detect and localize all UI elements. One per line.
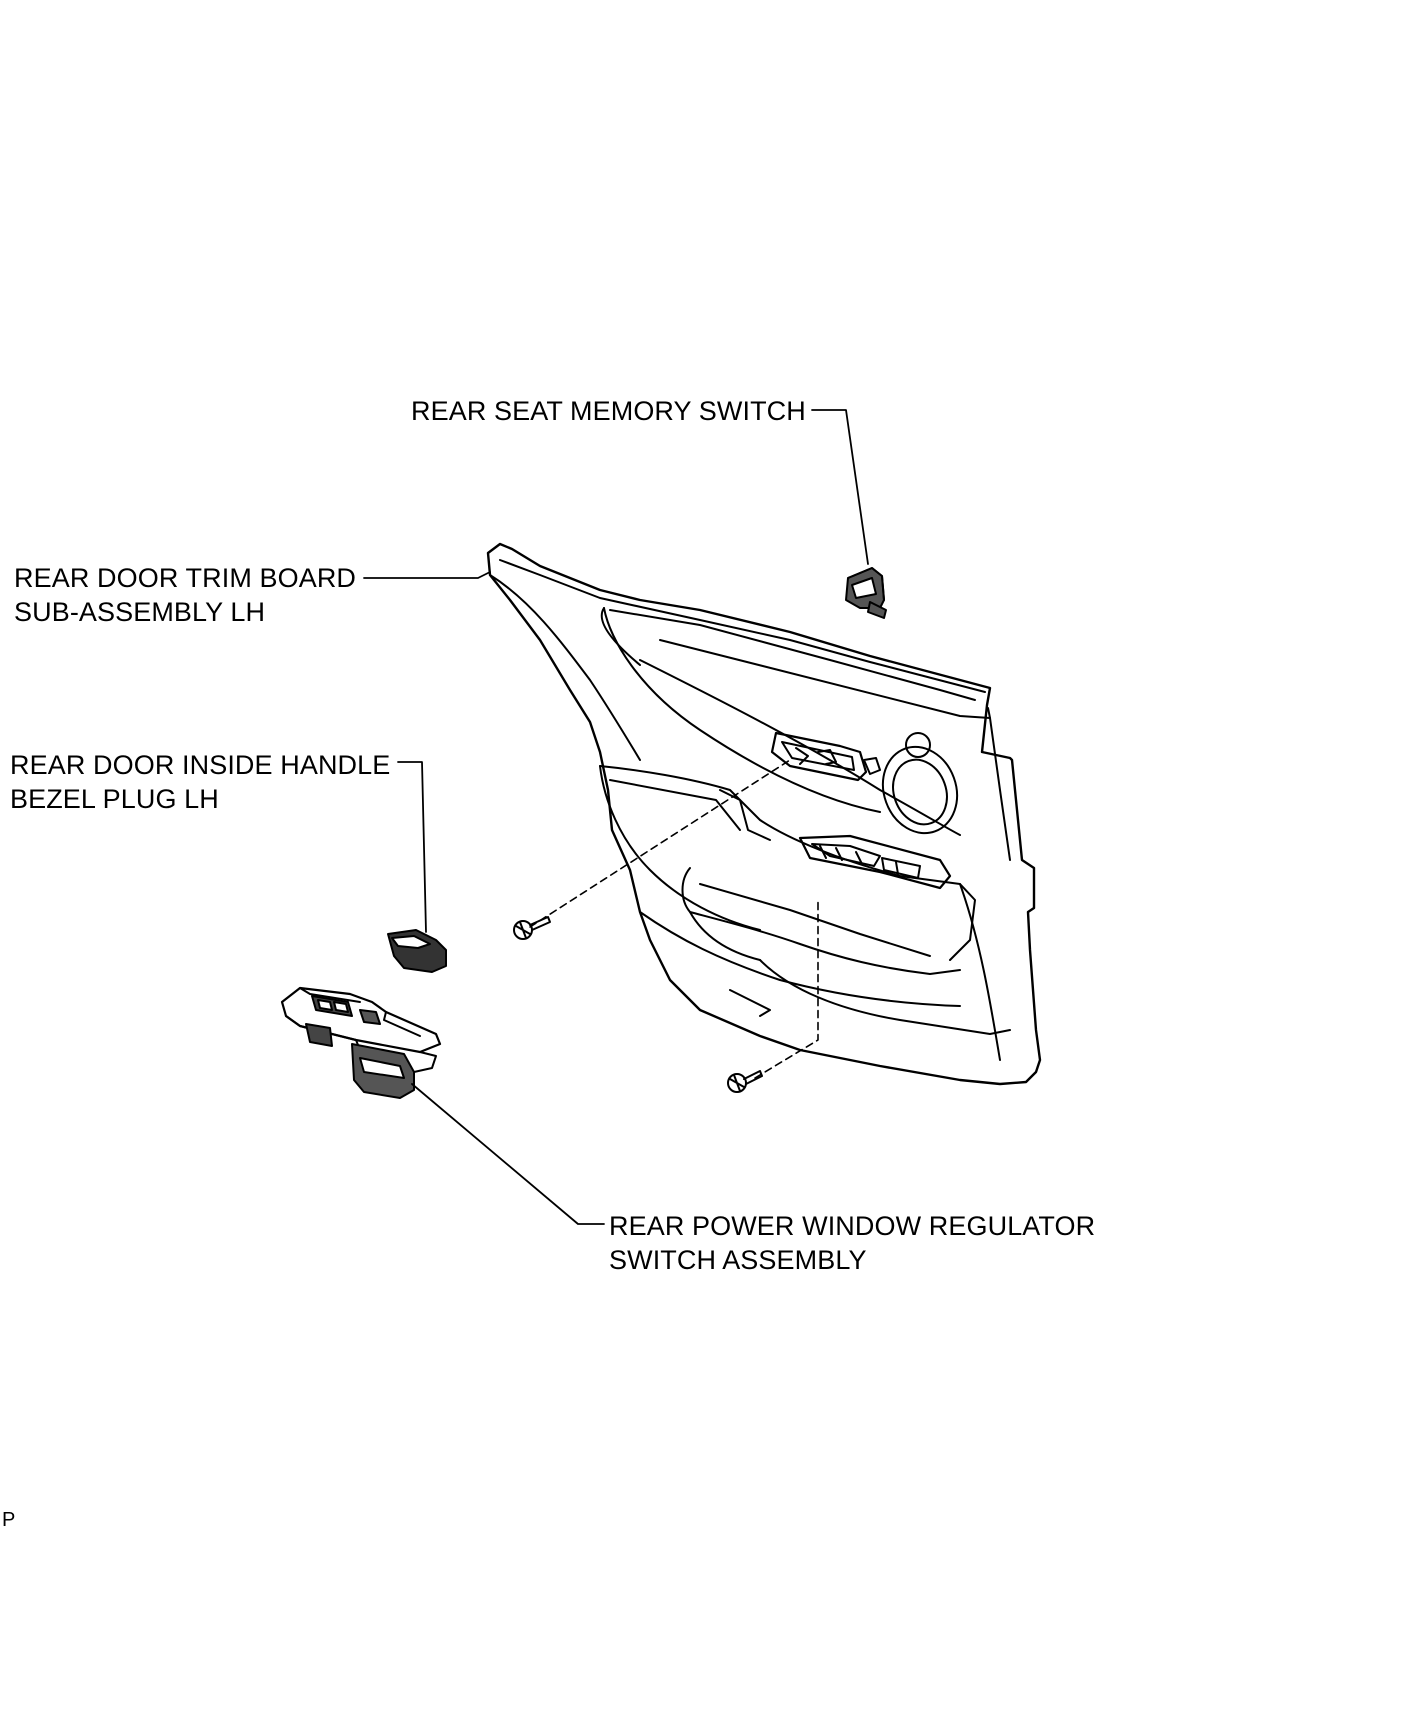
window-regulator-switch: [280, 986, 442, 1099]
figure-code: P: [2, 1509, 16, 1531]
label-line: SWITCH ASSEMBLY: [609, 1245, 867, 1275]
dashed-leaders: [529, 759, 819, 1079]
label-line: REAR SEAT MEMORY SWITCH: [411, 396, 806, 426]
label-line: REAR DOOR TRIM BOARD: [14, 563, 357, 593]
label-rear-door-trim-board: REAR DOOR TRIM BOARD SUB-ASSEMBLY LH: [14, 561, 356, 629]
label-line: SUB-ASSEMBLY LH: [14, 597, 266, 627]
bezel-plug: [387, 929, 447, 973]
memory-switch-leader: [811, 409, 869, 565]
trim-board-leader: [363, 571, 491, 579]
bezel-plug-leader: [397, 761, 427, 933]
label-rear-seat-memory-switch: REAR SEAT MEMORY SWITCH: [411, 394, 806, 428]
screw-lower: [727, 1070, 763, 1093]
rear-door-trim-board: [486, 542, 1042, 1086]
label-line: REAR POWER WINDOW REGULATOR: [609, 1211, 1096, 1241]
label-window-regulator-switch: REAR POWER WINDOW REGULATOR SWITCH ASSEM…: [609, 1209, 1095, 1277]
rear-seat-memory-switch: [845, 567, 887, 619]
label-line: BEZEL PLUG LH: [10, 784, 219, 814]
label-bezel-plug: REAR DOOR INSIDE HANDLE BEZEL PLUG LH: [10, 748, 390, 816]
label-line: REAR DOOR INSIDE HANDLE: [10, 750, 391, 780]
screw-upper: [513, 916, 551, 940]
window-switch-leader: [411, 1083, 605, 1225]
